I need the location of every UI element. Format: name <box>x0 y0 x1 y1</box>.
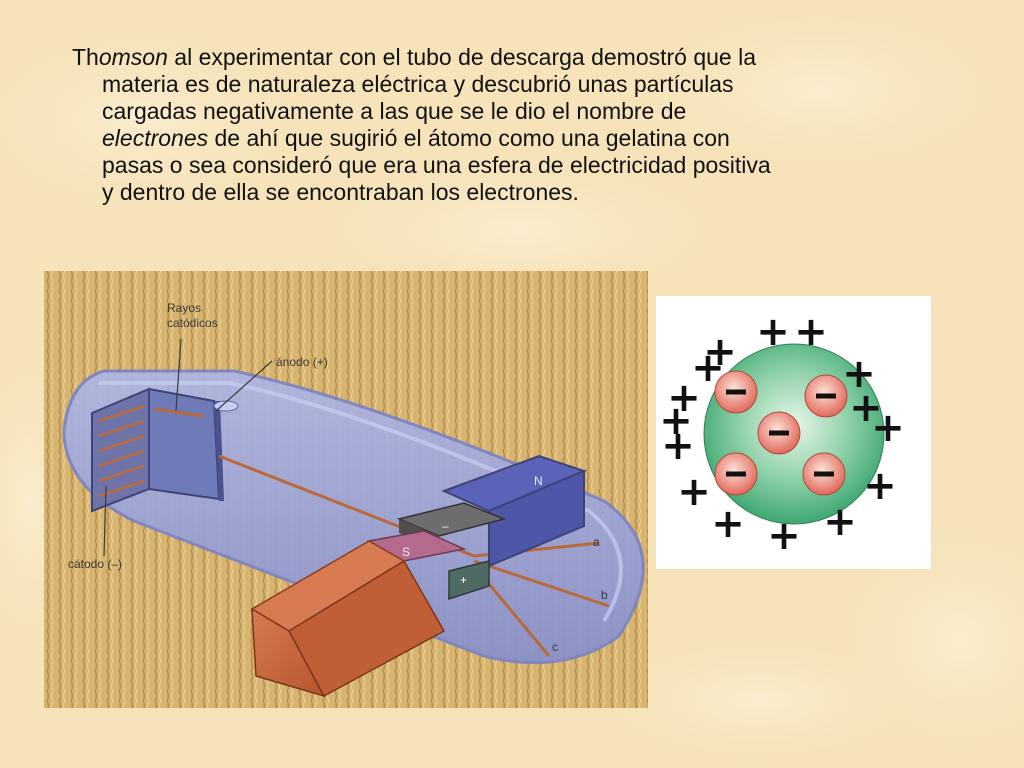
positive-sign: + <box>842 351 876 397</box>
cathode-assembly <box>91 387 150 513</box>
positive-sign: + <box>767 513 801 559</box>
paragraph-line: y dentro de ella se encontraban los elec… <box>102 179 579 205</box>
positive-sign: + <box>691 345 725 391</box>
positive-plate-label: + <box>460 573 467 587</box>
positive-sign: + <box>667 375 701 421</box>
diagram-labels: Rayos catódicos ánodo (+) cátodo (–) a b… <box>68 301 608 654</box>
positive-plate: + <box>448 560 490 601</box>
negative-sign <box>726 389 746 395</box>
paragraph-line: Thomson al experimentar con el tubo de d… <box>72 44 757 70</box>
positive-charges: +++++++++++++++ <box>659 309 905 559</box>
path-b-label: b <box>601 588 608 602</box>
path-a-label: a <box>593 535 600 549</box>
positive-sign: + <box>661 423 695 469</box>
description-paragraph: Thomson al experimentar con el tubo de d… <box>72 44 952 206</box>
electrons: ––––– <box>714 370 848 496</box>
positive-sign: + <box>659 398 693 444</box>
electron: – <box>757 411 801 455</box>
electron: – <box>802 452 846 496</box>
electron: – <box>804 374 848 418</box>
negative-plate-label: – <box>442 519 449 533</box>
paragraph-line: pasas o sea consideró que era una esfera… <box>102 152 771 178</box>
positive-sign: + <box>871 405 905 451</box>
positive-sign: + <box>703 329 737 375</box>
positive-sign: + <box>794 309 828 355</box>
electron: – <box>714 370 758 414</box>
positive-sign: + <box>823 499 857 545</box>
negative-sign <box>814 471 834 477</box>
positive-sign: + <box>756 309 790 355</box>
positive-sign: + <box>711 501 745 547</box>
anode-label: ánodo (+) <box>276 355 328 369</box>
negative-sign <box>769 430 789 436</box>
north-magnet: N <box>441 454 587 568</box>
paragraph-line: materia es de naturaleza eléctrica y des… <box>102 71 734 97</box>
positive-sign: + <box>849 385 883 431</box>
plum-pudding-atom-diagram: ––––– +++++++++++++++ <box>656 296 931 569</box>
electron: – <box>714 452 758 496</box>
paragraph-line: electrones de ahí que sugirió el átomo c… <box>102 125 730 151</box>
south-label: S <box>402 545 410 559</box>
positive-sign: + <box>677 469 711 515</box>
positive-sign: + <box>863 463 897 509</box>
cathode-ray-tube-diagram: N – + S Rayos catódicos ánodo (+) cátodo… <box>44 271 648 708</box>
path-c-label: c <box>552 640 558 654</box>
negative-sign <box>816 393 836 399</box>
paragraph-line: cargadas negativamente a las que se le d… <box>102 98 687 124</box>
rays-label: Rayos catódicos <box>167 301 218 330</box>
south-magnet: S <box>250 530 467 698</box>
north-label: N <box>534 474 543 488</box>
cathode-label: cátodo (–) <box>68 557 122 571</box>
negative-sign <box>726 471 746 477</box>
